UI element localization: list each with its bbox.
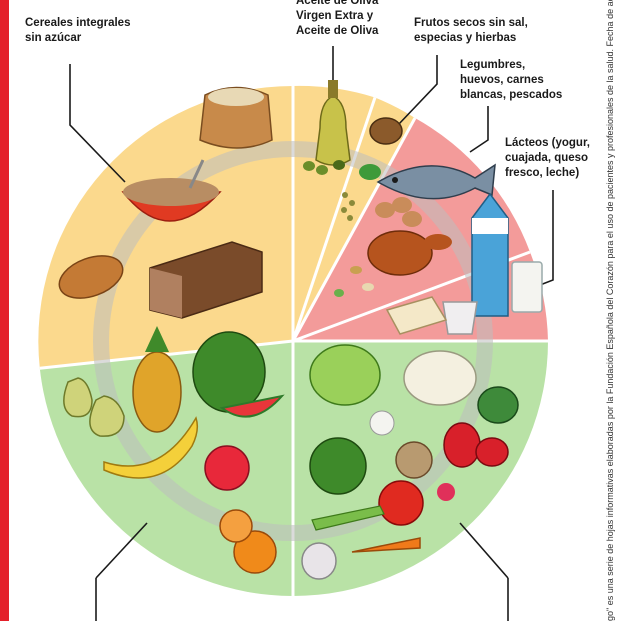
label-legumbres: Legumbres, huevos, carnes blancas, pesca… xyxy=(460,58,562,103)
label-aceite-line: Aceite de Oliva xyxy=(296,25,379,37)
sector-legumbres xyxy=(293,118,530,341)
orange-icon xyxy=(219,509,277,574)
label-cereales: Cereales integrales sin azúcar xyxy=(25,16,130,46)
beans-icon xyxy=(334,266,374,297)
label-legumbres-line: huevos, carnes xyxy=(460,74,544,86)
label-aceite-line: Aceite de Oliva xyxy=(296,0,379,7)
pepper-icon xyxy=(443,422,509,468)
label-lacteos-line: cuajada, queso xyxy=(505,152,589,164)
sector-frutos xyxy=(293,97,415,341)
broccoli-icon xyxy=(309,437,367,495)
artichoke-icon xyxy=(477,386,519,424)
leader-legumbres xyxy=(469,106,489,153)
olives-icon xyxy=(303,160,345,175)
watermelon-icon xyxy=(192,331,285,418)
banana-icon xyxy=(103,416,199,479)
leader-lines xyxy=(69,46,554,621)
red-accent-bar xyxy=(0,0,9,621)
eggs-icon xyxy=(375,197,422,227)
milk-carton-icon xyxy=(471,192,509,317)
label-lacteos-line: fresco, leche) xyxy=(505,167,580,179)
leader-frutas xyxy=(95,522,148,579)
cauliflower-icon xyxy=(403,350,477,406)
tomato-icon xyxy=(378,480,424,526)
apple-icon xyxy=(204,445,250,491)
asparagus-icon xyxy=(311,505,385,531)
leader-frutos xyxy=(397,55,438,126)
lettuce-icon xyxy=(309,344,381,406)
label-aceite-line: Virgen Extra y xyxy=(296,10,374,22)
label-legumbres-line: blancas, pescados xyxy=(460,89,563,101)
leader-verduras xyxy=(459,522,509,579)
label-lacteos: Lácteos (yogur, cuajada, queso fresco, l… xyxy=(505,136,590,181)
bread-loaf-icon xyxy=(58,255,124,299)
onion-icon xyxy=(369,410,433,479)
label-frutos: Frutos secos sin sal, especias y hierbas xyxy=(414,16,528,46)
basil-leaves-icon xyxy=(359,164,381,180)
label-frutos-line: especias y hierbas xyxy=(414,32,517,44)
milk-glass-icon xyxy=(511,261,543,313)
leader-cereales xyxy=(69,64,126,183)
leader-lacteos xyxy=(539,190,554,286)
radish-icon xyxy=(437,483,455,501)
side-note: go" es una serie de hojas informativas e… xyxy=(605,0,615,621)
label-aceite: Aceite de Oliva Virgen Extra y Aceite de… xyxy=(296,0,378,39)
chicken-icon xyxy=(367,230,452,276)
cheese-icon xyxy=(385,296,448,335)
yogurt-icon xyxy=(442,301,478,335)
label-lacteos-line: Lácteos (yogur, xyxy=(505,137,590,149)
spices-icon xyxy=(341,192,355,221)
grain-sack-icon xyxy=(199,86,273,149)
label-legumbres-line: Legumbres, xyxy=(460,59,526,71)
garlic-icon xyxy=(301,542,337,580)
olive-oil-bottle-icon xyxy=(315,80,351,166)
cereal-bowl-icon xyxy=(121,159,222,222)
walnut-icon xyxy=(369,117,403,145)
plate xyxy=(38,85,548,596)
inner-ring xyxy=(93,141,493,541)
fish-icon xyxy=(376,163,496,200)
pineapple-icon xyxy=(132,326,182,433)
label-cereales-line: Cereales integrales xyxy=(25,17,131,29)
pear-icon xyxy=(63,377,125,437)
sliced-bread-icon xyxy=(149,241,263,319)
label-frutos-line: Frutos secos sin sal, xyxy=(414,17,528,29)
carrot-icon xyxy=(351,537,421,553)
label-cereales-line: sin azúcar xyxy=(25,32,82,44)
